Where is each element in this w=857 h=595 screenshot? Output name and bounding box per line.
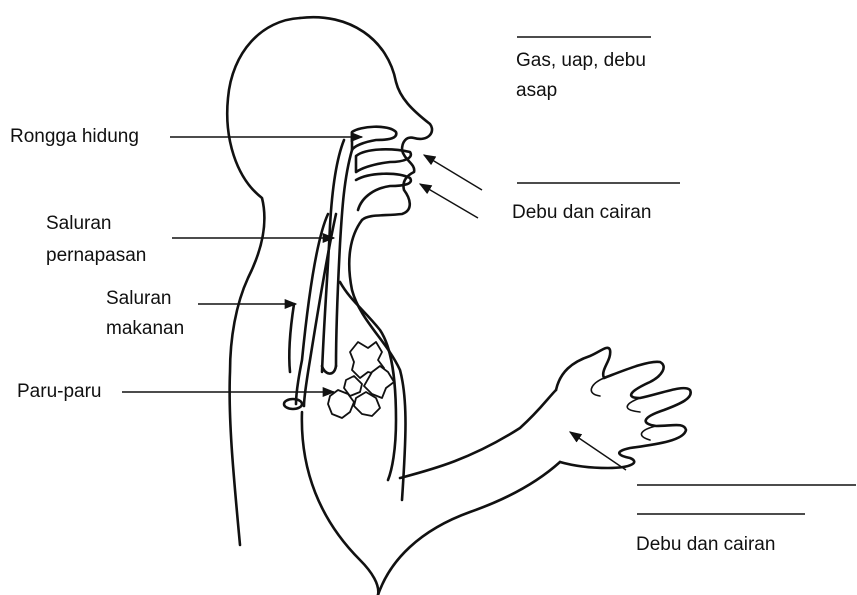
label-debu-cairan-bottom: Debu dan cairan bbox=[636, 533, 775, 557]
arrow-to-nose bbox=[424, 155, 482, 190]
esophagus-end bbox=[284, 399, 302, 409]
upper-arm-bottom bbox=[378, 462, 560, 595]
label-saluran-pernapasan-line2: pernapasan bbox=[46, 244, 146, 268]
label-asap: asap bbox=[516, 79, 557, 103]
esophagus-tube bbox=[296, 214, 328, 404]
body-outline bbox=[227, 18, 300, 545]
trachea-branch bbox=[322, 366, 336, 374]
label-saluran-makanan-line2: makanan bbox=[106, 317, 184, 341]
back-inner-line bbox=[289, 304, 294, 372]
arrow-to-skin bbox=[570, 432, 626, 470]
finger-lines bbox=[591, 378, 656, 440]
arrow-to-mouth bbox=[420, 184, 478, 218]
label-paru-paru: Paru-paru bbox=[17, 380, 102, 404]
label-saluran-pernapasan-line1: Saluran bbox=[46, 212, 112, 236]
tongue-shape bbox=[356, 174, 411, 210]
arm-outline bbox=[302, 412, 378, 595]
label-saluran-makanan-line1: Saluran bbox=[106, 287, 172, 311]
hand-outline bbox=[556, 348, 691, 468]
head-face-profile bbox=[300, 17, 432, 220]
label-rongga-hidung: Rongga hidung bbox=[10, 125, 139, 149]
label-debu-cairan-top: Debu dan cairan bbox=[512, 201, 651, 225]
airway-tube bbox=[322, 140, 344, 372]
label-gas-uap-debu: Gas, uap, debu bbox=[516, 49, 646, 73]
upper-arm-top bbox=[400, 390, 556, 478]
nasal-cavity-shape bbox=[352, 127, 396, 150]
